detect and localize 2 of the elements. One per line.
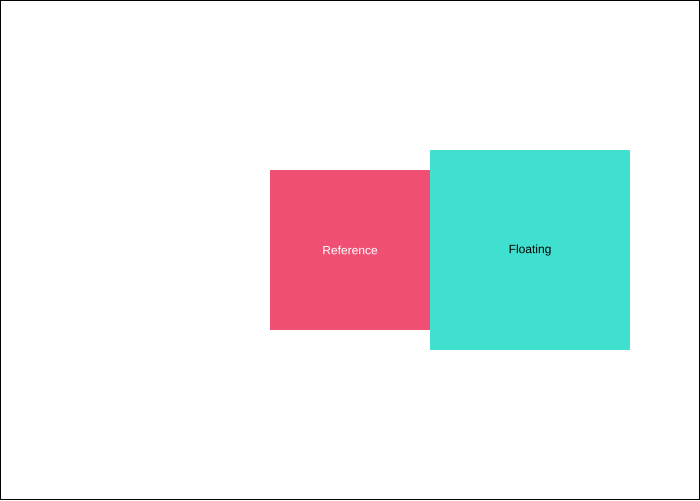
square-box: Floating (430, 150, 630, 350)
square-box: Reference (270, 170, 430, 330)
